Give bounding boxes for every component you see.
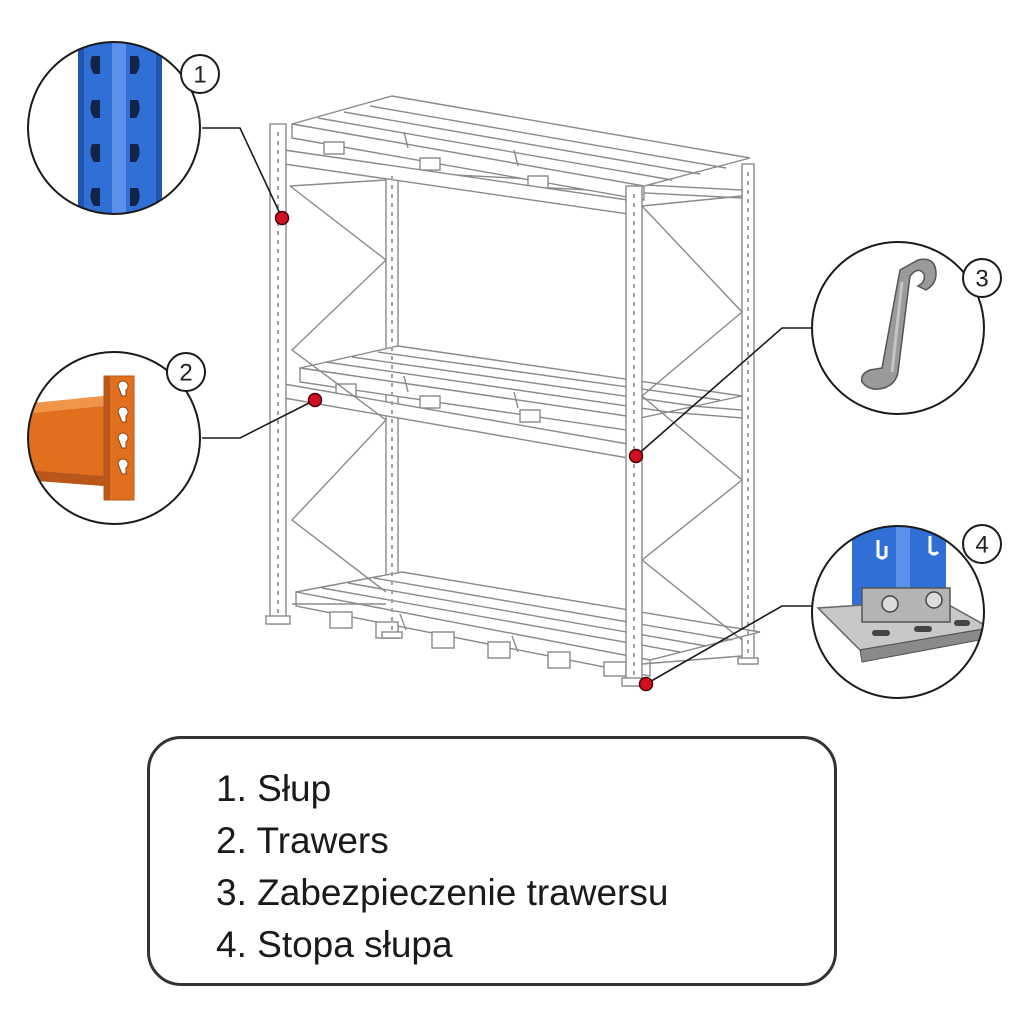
marker-4 (638, 676, 654, 692)
upright-perforations (277, 132, 749, 678)
legend-box: 1. Słup 2. Trawers 3. Zabezpieczenie tra… (147, 736, 837, 986)
callout-number-3: 3 (975, 266, 988, 293)
marker-3 (628, 448, 644, 464)
callout-number-1: 1 (193, 62, 206, 89)
callout-badge-4: 4 (962, 524, 1002, 564)
callout-badge-1: 1 (180, 54, 220, 94)
leader-line-2 (202, 399, 316, 439)
front-uprights (265, 123, 759, 687)
right-frame-bracing (640, 195, 744, 665)
legend-item-4: 4. Stopa słupa (216, 924, 453, 965)
callout-markers (274, 210, 654, 692)
marker-1 (274, 210, 290, 226)
legend-item-1: 1. Słup (216, 768, 332, 809)
legend-item-3: 3. Zabezpieczenie trawersu (216, 872, 669, 913)
callout-number-2: 2 (179, 360, 192, 387)
legend-list: 1. Słup 2. Trawers 3. Zabezpieczenie tra… (150, 739, 834, 971)
detail-3-beam-safety-pin: 3 (811, 241, 1002, 415)
detail-4-footplate: 4 (811, 524, 1002, 699)
marker-2 (307, 392, 323, 408)
callout-number-4: 4 (975, 532, 988, 559)
back-uprights (385, 163, 755, 665)
leader-line-3 (635, 327, 812, 457)
callout-badge-2: 2 (166, 352, 206, 392)
leader-line-1 (202, 127, 283, 219)
callout-badge-3: 3 (962, 258, 1002, 298)
middle-pallet-row (299, 345, 743, 433)
detail-1-upright: 1 (27, 41, 220, 215)
left-frame-bracing (289, 179, 388, 605)
leader-lines (202, 127, 812, 685)
legend-item-2: 2. Trawers (216, 820, 389, 861)
leader-line-4 (645, 605, 812, 685)
detail-2-beam: 2 (27, 351, 206, 525)
top-pallet-row (291, 95, 751, 201)
pallet-rack (265, 95, 761, 687)
